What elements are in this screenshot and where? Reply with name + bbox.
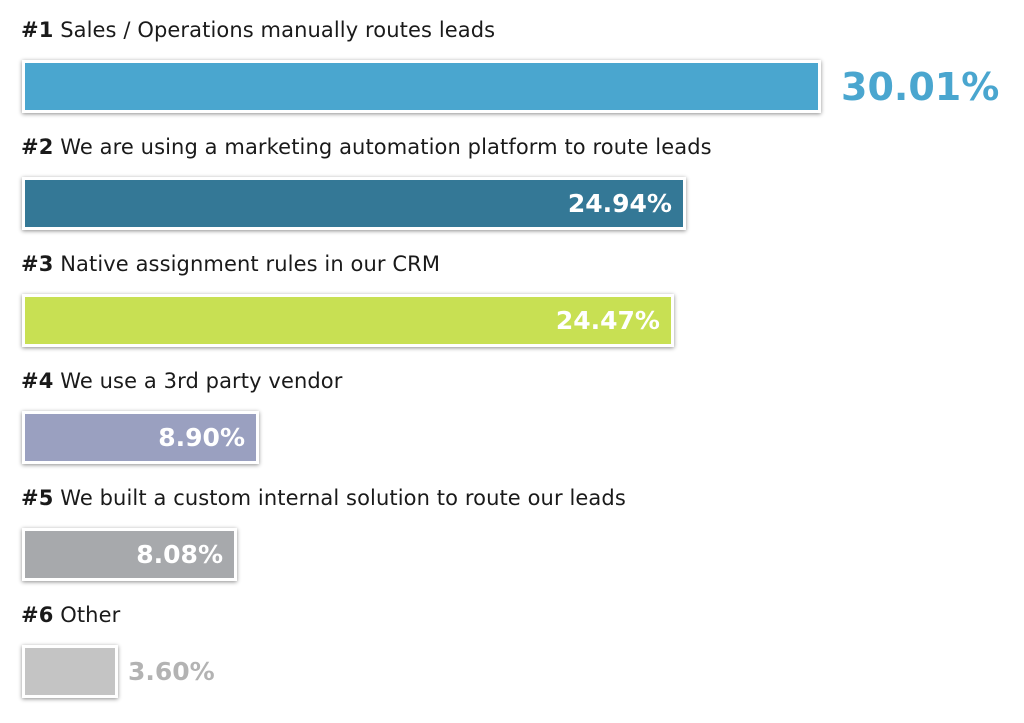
bar-rank: #6 [21,603,54,627]
bar-rank: #4 [21,369,54,393]
bar-label: #5 We built a custom internal solution t… [21,486,626,510]
bar-value-label: 24.94% [567,189,672,218]
bar [22,528,237,581]
bar-label: #2 We are using a marketing automation p… [21,135,712,159]
bar-rank: #2 [21,135,54,159]
bar-label-text: Native assignment rules in our CRM [60,252,441,276]
bar-label: #1 Sales / Operations manually routes le… [21,18,495,42]
bar-value-label: 30.01% [841,65,1000,109]
bar-rank: #1 [21,18,54,42]
bar [22,177,686,230]
bar-label: #6 Other [21,603,120,627]
bar-label-text: We are using a marketing automation plat… [60,135,712,159]
bar-value-label: 8.08% [136,540,223,569]
bar-label: #4 We use a 3rd party vendor [21,369,343,393]
bar-label-text: Other [60,603,121,627]
bar [22,294,674,347]
bar [22,60,821,113]
bar [22,411,259,464]
bar-rank: #3 [21,252,54,276]
bar-value-label: 24.47% [555,306,660,335]
bar-label-text: Sales / Operations manually routes leads [60,18,496,42]
bar [22,645,118,698]
bar-label: #3 Native assignment rules in our CRM [21,252,440,276]
bar-value-label: 8.90% [158,423,245,452]
bar-rank: #5 [21,486,54,510]
bar-value-label: 3.60% [128,657,215,686]
bar-label-text: We built a custom internal solution to r… [60,486,626,510]
bar-label-text: We use a 3rd party vendor [60,369,343,393]
